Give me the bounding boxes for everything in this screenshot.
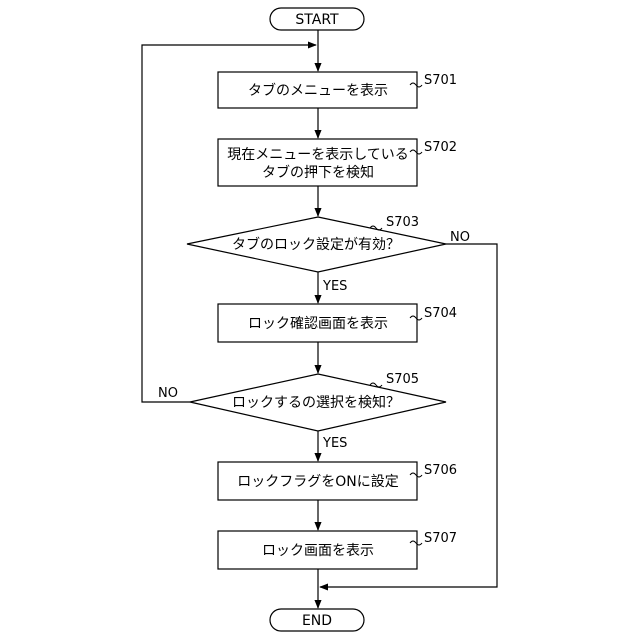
decision-s703-label: タブのロック設定が有効？ [232,236,400,253]
decision-s705: ロックするの選択を検知？ S705 NO YES [158,372,446,451]
decision-s703: タブのロック設定が有効？ S703 NO YES [187,215,470,294]
process-s701-label: タブのメニューを表示 [248,82,388,99]
step-id-s702: S702 [424,140,457,155]
edge-label-s705-yes: YES [322,436,347,451]
step-id-s704: S704 [424,306,457,321]
step-id-s703: S703 [386,215,419,230]
step-id-s706: S706 [424,463,457,478]
start-terminal-label: START [295,12,339,28]
process-s706-label: ロックフラグをONに設定 [237,474,399,490]
step-id-s707: S707 [424,531,457,546]
process-s707: ロック画面を表示 S707 [218,531,457,569]
process-s701: タブのメニューを表示 S701 [218,72,457,108]
end-terminal: END [270,609,364,631]
step-id-s705: S705 [386,372,419,387]
step-id-s701: S701 [424,73,457,88]
process-s702: 現在メニューを表示している タブの押下を検知 S702 [218,139,457,186]
edge-label-s705-no: NO [158,386,178,401]
process-s704-label: ロック確認画面を表示 [248,316,388,332]
start-terminal: START [270,8,364,30]
process-s704: ロック確認画面を表示 S704 [218,304,457,342]
process-s707-label: ロック画面を表示 [262,543,374,559]
end-terminal-label: END [302,613,332,629]
process-s702-label-line2: タブの押下を検知 [262,164,374,181]
edge-label-s703-yes: YES [322,279,347,294]
decision-s705-label: ロックするの選択を検知？ [232,394,400,411]
process-s706: ロックフラグをONに設定 S706 [218,462,457,500]
edge-label-s703-no: NO [450,230,470,245]
process-s702-label-line1: 現在メニューを表示している [227,147,409,163]
